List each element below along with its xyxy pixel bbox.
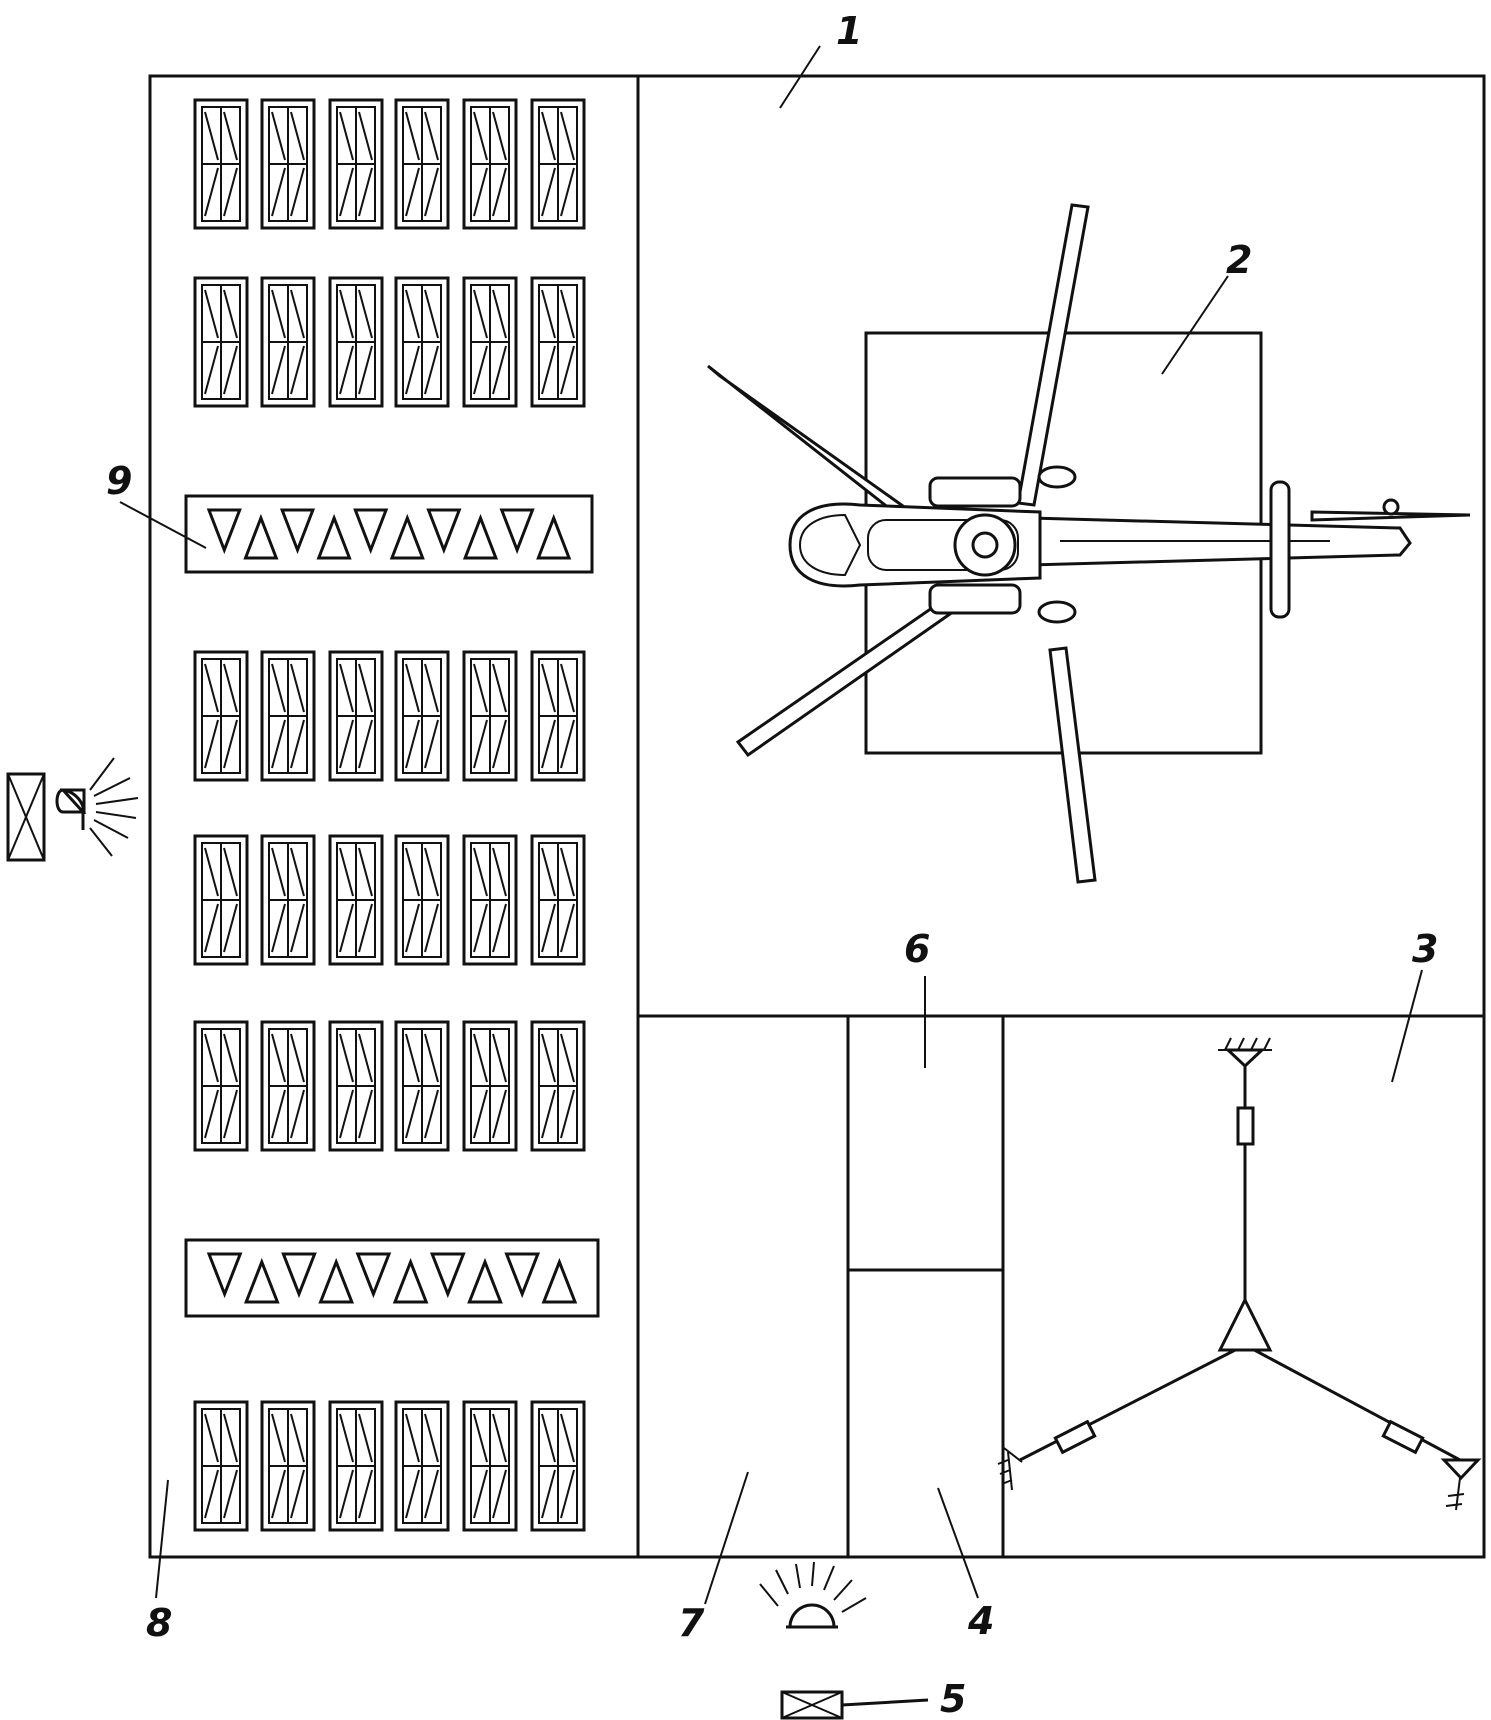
crate-stack-icon: [462, 98, 518, 230]
crate-stack-icon: [394, 276, 450, 408]
crate-stack-icon: [394, 650, 450, 782]
crate-stack-icon: [193, 276, 249, 408]
tie-down-rig: [997, 1037, 1482, 1511]
crate-stack-icon: [193, 1020, 249, 1152]
label-6: 6: [904, 927, 930, 971]
truss-beams: [184, 494, 600, 1318]
crate-stack-icon: [530, 98, 586, 230]
crate-stack-icon: [260, 1400, 316, 1532]
helicopter-top-view-icon: [707, 203, 1471, 884]
floodlight-icon: [759, 1561, 929, 1720]
crate-stack-icon: [328, 650, 384, 782]
crate-stack-icon: [462, 1020, 518, 1152]
crate-stack-icon: [530, 1020, 586, 1152]
crate-stack-icon: [394, 1020, 450, 1152]
truss-beam-icon: [184, 1238, 600, 1318]
site-boundary: [148, 74, 1486, 1559]
floodlight-icon: [6, 757, 139, 862]
label-8: 8: [146, 1601, 172, 1645]
label-3: 3: [1412, 927, 1438, 971]
truss-beam-icon: [184, 494, 594, 574]
crate-stack-icon: [394, 98, 450, 230]
leader-lines: [119, 45, 1423, 1605]
tie-down-anchor-icon: [1440, 1458, 1482, 1481]
crate-stack-icon: [193, 98, 249, 230]
crate-stack-icon: [193, 834, 249, 966]
tie-down-hub: [1217, 1296, 1273, 1352]
label-5: 5: [940, 1677, 966, 1720]
crate-stack-icon: [328, 98, 384, 230]
crate-stack-icon: [260, 1020, 316, 1152]
crate-stack-icon: [530, 1400, 586, 1532]
label-1: 1: [836, 9, 862, 53]
stabilizer: [1269, 480, 1291, 619]
crate-stack-icon: [193, 1400, 249, 1532]
crate-stack-icon: [530, 650, 586, 782]
tie-down-anchor-icon: [1224, 1048, 1266, 1069]
crate-stack-icon: [394, 1400, 450, 1532]
crate-stack-icon: [328, 1400, 384, 1532]
crate-stack-icon: [462, 1400, 518, 1532]
crate-stack-icon: [260, 98, 316, 230]
label-7: 7: [678, 1601, 705, 1645]
crate-stack-icon: [260, 276, 316, 408]
crate-stack-icon: [260, 834, 316, 966]
storage-racks: [193, 98, 586, 1532]
tie-down-anchor-icon: [997, 1447, 1023, 1491]
crate-stack-icon: [193, 650, 249, 782]
crate-stack-icon: [530, 834, 586, 966]
crate-stack-icon: [394, 834, 450, 966]
crate-stack-icon: [328, 834, 384, 966]
crate-stack-icon: [530, 276, 586, 408]
crate-stack-icon: [260, 650, 316, 782]
crate-stack-icon: [462, 650, 518, 782]
tail-rotor: [1310, 498, 1471, 522]
label-9: 9: [106, 459, 132, 503]
label-4: 4: [967, 1599, 994, 1643]
label-2: 2: [1226, 238, 1252, 282]
crate-stack-icon: [328, 1020, 384, 1152]
crate-stack-icon: [462, 834, 518, 966]
crate-stack-icon: [462, 276, 518, 408]
crate-stack-icon: [328, 276, 384, 408]
